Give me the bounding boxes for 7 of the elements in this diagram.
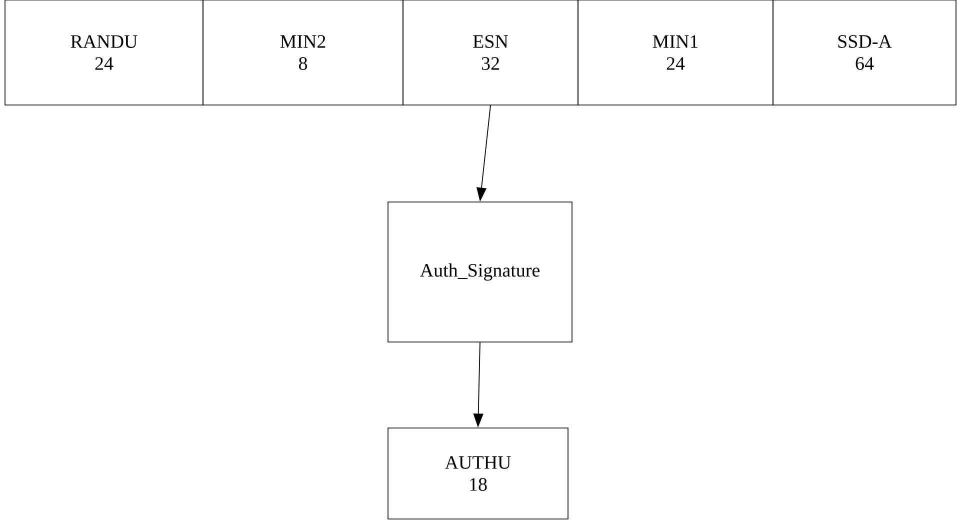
table-cell: MIN2 8	[202, 0, 404, 106]
table-cell: MIN1 24	[578, 0, 774, 106]
table-cell: SSD-A 64	[772, 0, 956, 106]
process-box: Auth_Signature	[388, 202, 572, 342]
table-cell: RANDU 24	[4, 0, 204, 106]
process-box: AUTHU 18	[388, 428, 568, 520]
table-cell: ESN 32	[402, 0, 578, 106]
